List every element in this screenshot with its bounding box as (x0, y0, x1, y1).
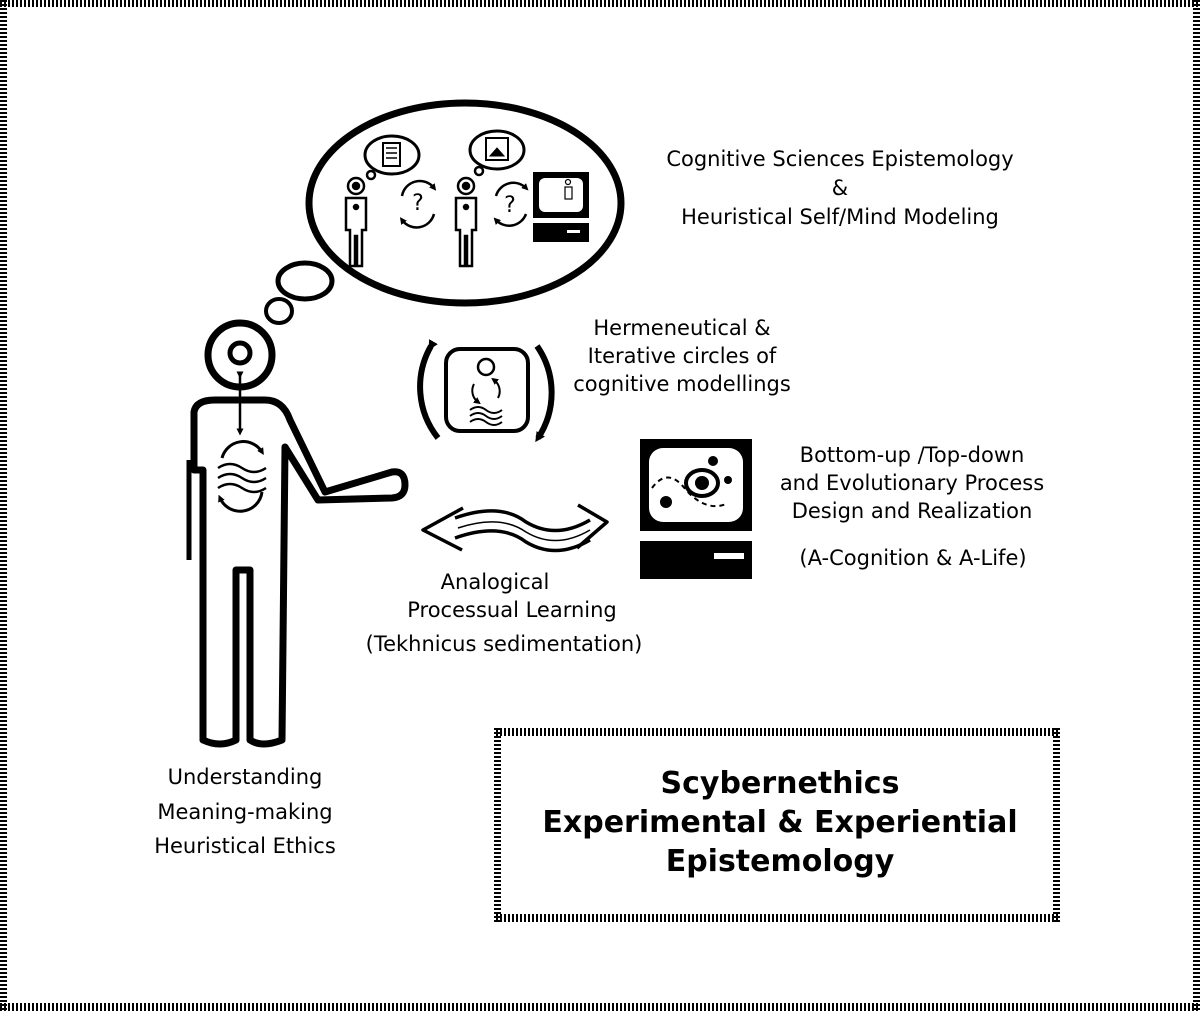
label-analogical: Analogical Processual Learning (407, 570, 617, 622)
page-title: Scybernethics Experimental & Experientia… (542, 766, 1018, 879)
computer-icon (640, 439, 752, 579)
human-figure-icon (186, 319, 409, 748)
small-human-icon (454, 129, 526, 268)
question-loop-icon (399, 179, 529, 229)
label-cognitive-sciences: Cognitive Sciences Epistemology & Heuris… (666, 147, 1014, 229)
label-hermeneutical: Hermeneutical & Iterative circles of cog… (573, 316, 791, 396)
label-tekhnicus: (Tekhnicus sedimentation) (365, 632, 643, 656)
question-mark-2: ? (504, 193, 516, 218)
question-mark-1: ? (412, 191, 424, 216)
small-human-icon (344, 134, 421, 268)
label-a-life: (A-Cognition & A-Life) (799, 546, 1027, 570)
thought-bubble-icon (264, 99, 625, 325)
title-frame (494, 728, 1060, 922)
circular-arrows-icon (417, 339, 555, 443)
double-arrow-icon (421, 503, 609, 553)
label-bottom-up: Bottom-up /Top-down and Evolutionary Pro… (779, 443, 1045, 523)
computer-icon (533, 172, 589, 242)
label-understanding: Understanding Meaning-making Heuristical… (154, 765, 336, 858)
